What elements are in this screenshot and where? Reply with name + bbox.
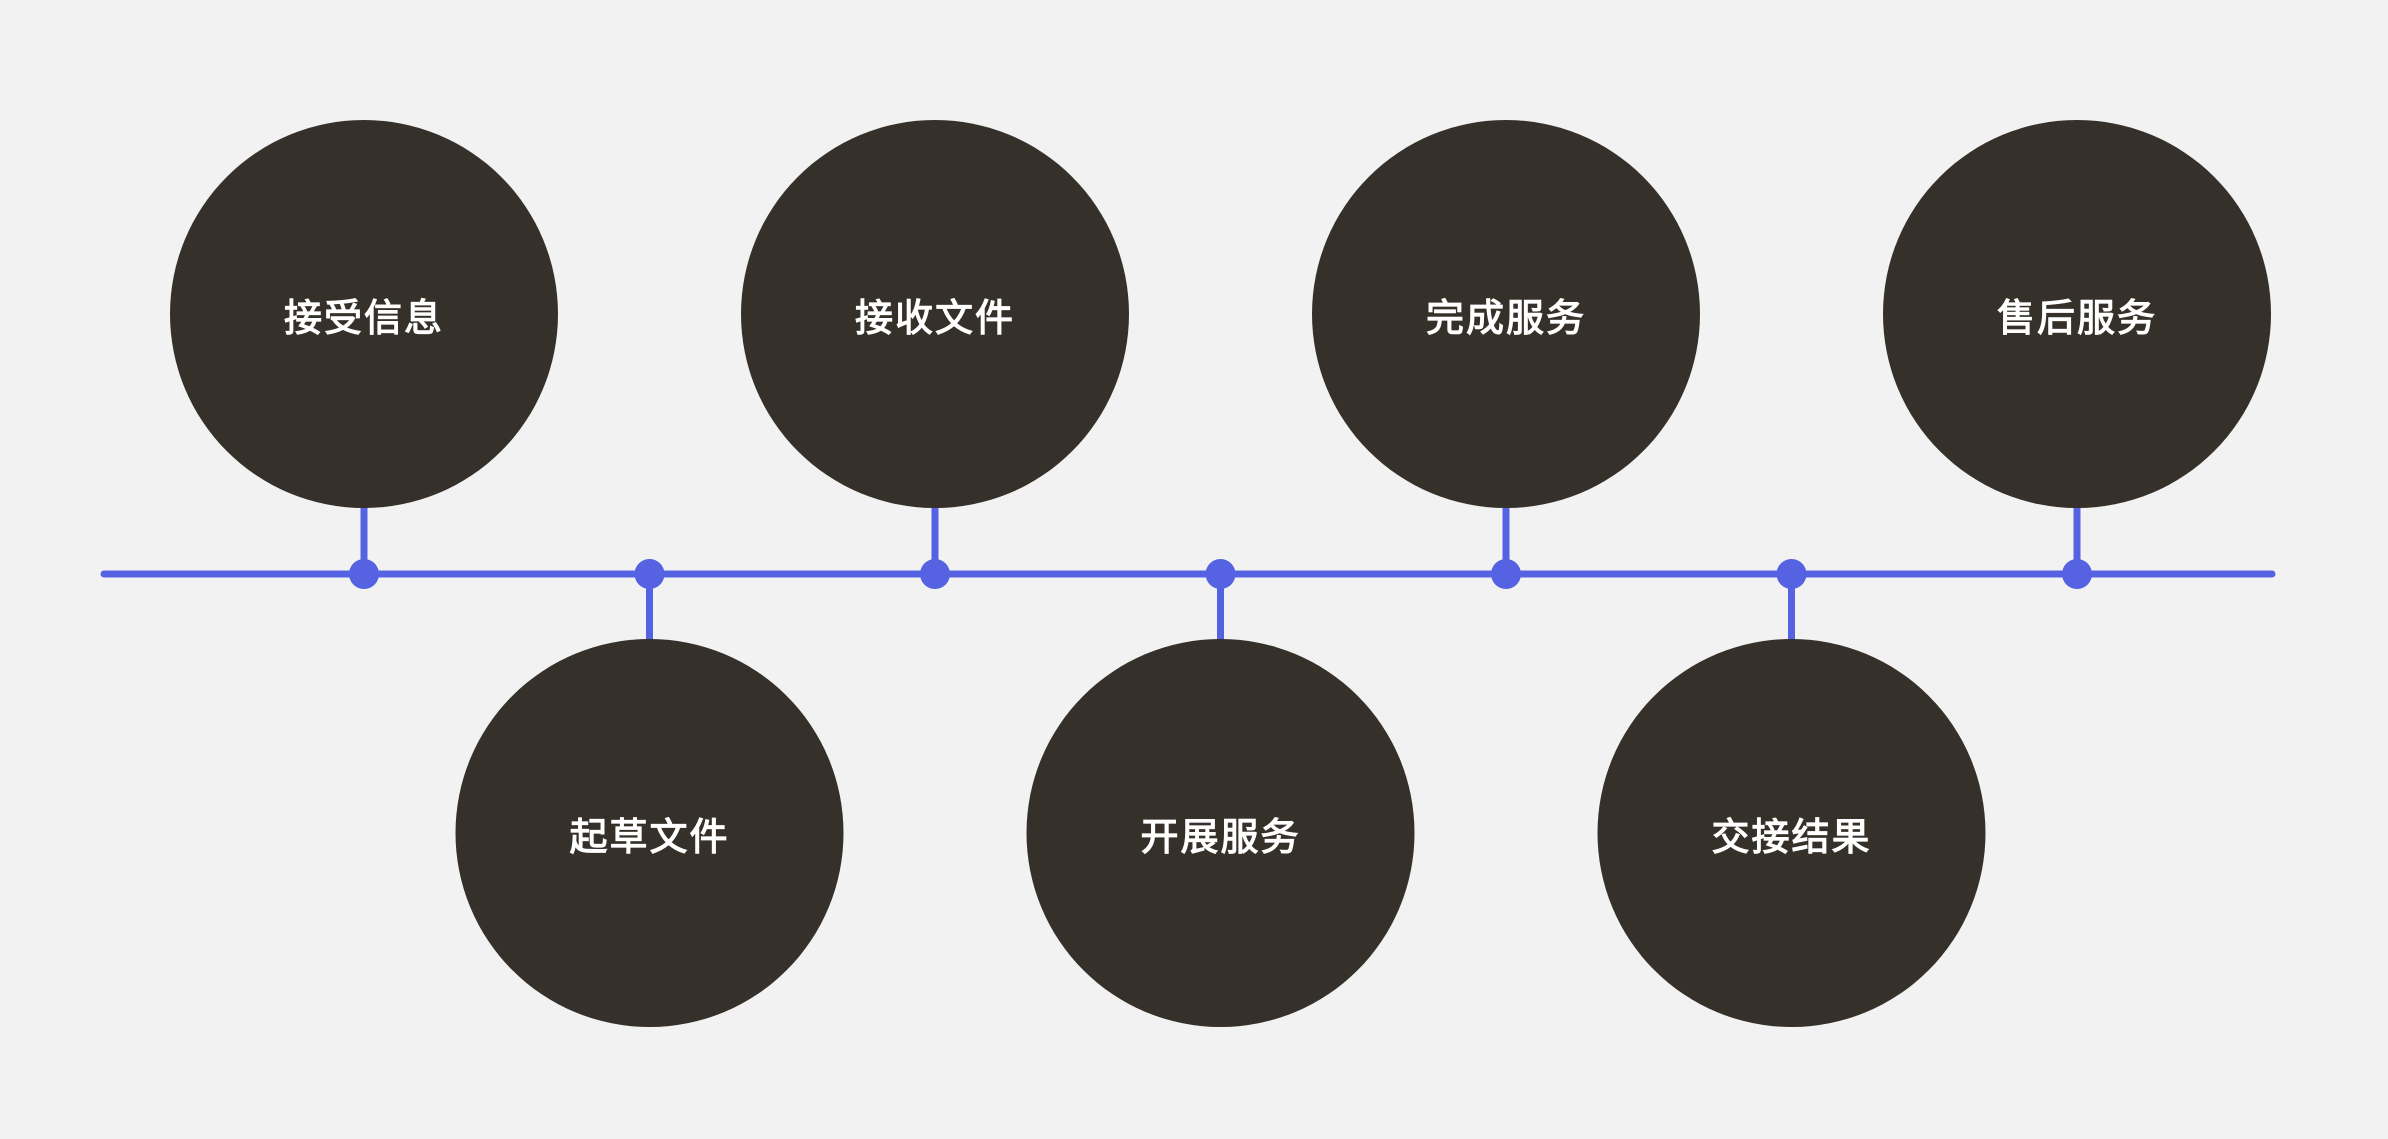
step-circle <box>1312 120 1700 508</box>
step-label: 接收文件 <box>854 295 1015 340</box>
step-circle <box>455 639 844 1027</box>
step-label: 售后服务 <box>1996 295 2157 340</box>
step-label: 开展服务 <box>1140 814 1301 859</box>
timeline-node <box>2062 559 2092 589</box>
step-circle <box>741 120 1129 508</box>
step-circle <box>1883 120 2271 508</box>
step-circle <box>1026 639 1415 1027</box>
timeline-node <box>1491 559 1521 589</box>
timeline-node <box>349 559 379 589</box>
timeline-node <box>1205 559 1236 589</box>
step-label: 完成服务 <box>1425 295 1586 340</box>
step-circle <box>1597 639 1986 1027</box>
timeline-node <box>920 559 950 589</box>
step-circle <box>170 120 558 508</box>
step-label: 交接结果 <box>1711 814 1872 859</box>
timeline-node <box>1776 559 1807 589</box>
step-label: 起草文件 <box>569 814 730 859</box>
step-label: 接受信息 <box>283 295 444 340</box>
timeline-node <box>634 559 665 589</box>
